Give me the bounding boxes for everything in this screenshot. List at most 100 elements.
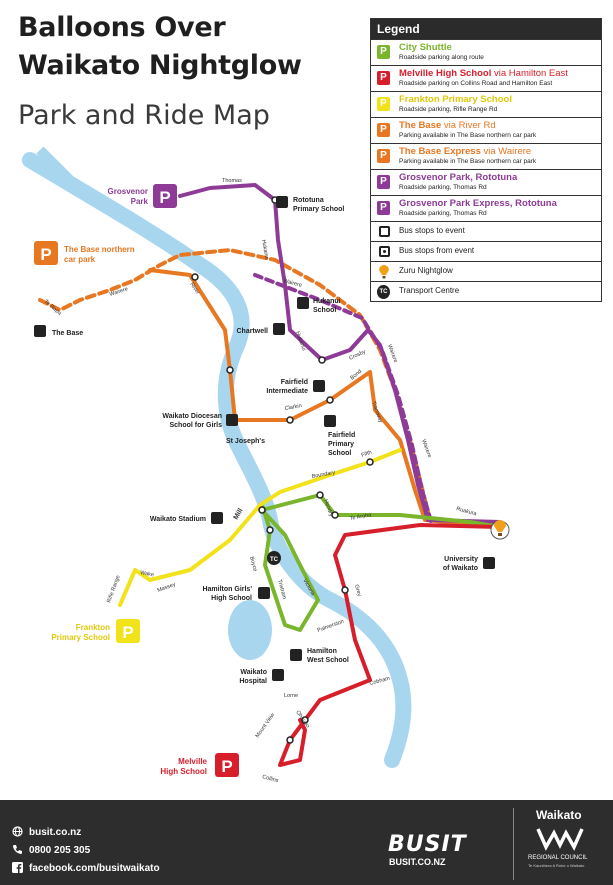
label-stadium: Waikato Stadium [150, 516, 206, 523]
route-grosvenor-park [178, 183, 502, 524]
route-frankton [118, 448, 402, 607]
street-label: Rifle Range [106, 575, 121, 604]
phone-link[interactable]: 0800 205 305 [12, 844, 90, 856]
legend-route-name: City Shuttle [399, 42, 452, 53]
route-the-base-express [38, 248, 502, 529]
waikato-river [22, 152, 412, 768]
place-icons [34, 196, 495, 681]
street-label: Mount View [255, 712, 276, 739]
globe-icon [12, 826, 23, 837]
svg-text:P: P [159, 188, 170, 207]
title-line-1: Balloons Over [18, 12, 226, 43]
title-line-3: Park and Ride Map [18, 100, 270, 131]
facebook-icon [12, 862, 23, 873]
legend-symbol-row: TC Transport Centre [371, 281, 601, 301]
legend-symbol-label: Transport Centre [399, 286, 460, 295]
legend-symbol-label: Zuru Nightglow [399, 266, 453, 275]
legend-route-desc: Roadside parking, Thomas Rd [399, 210, 487, 217]
bus-stops [191, 196, 374, 744]
street-label: Thomas [222, 178, 242, 184]
route-grosvenor-park-express [253, 273, 434, 527]
street-label: River [188, 282, 200, 296]
park-icon-melville: P [215, 753, 239, 777]
legend-route-name: Frankton Primary School [399, 94, 512, 105]
legend-route-desc: Roadside parking, Rifle Range Rd [399, 106, 498, 113]
street-label: Fifth [361, 450, 373, 459]
council-subtitle: REGIONAL COUNCIL [528, 855, 588, 861]
parking-icon: P [377, 71, 390, 85]
street-label: Palmerston [317, 619, 345, 634]
parking-icon: P [377, 97, 390, 111]
river-branch [36, 146, 94, 204]
street-label: Wairere [282, 278, 302, 289]
street-label: Wairere [420, 439, 432, 459]
bus-stop-to-event-icon [379, 226, 390, 237]
legend-symbol-label: Bus stops to event [399, 226, 465, 235]
facebook-link[interactable]: facebook.com/busitwaikato [12, 862, 160, 874]
label-hamilton-girls: Hamilton Girls'High School [202, 586, 252, 602]
label-st-josephs: St Joseph's [226, 438, 265, 445]
label-base: The Base [52, 330, 83, 337]
street-label: Wake [140, 570, 155, 578]
street-label: Te Aroha [349, 512, 372, 522]
title-line-2: Waikato Nightglow [18, 50, 302, 81]
svg-text:P: P [40, 245, 51, 264]
street-label: Clarkin [284, 403, 302, 412]
website-link[interactable]: busit.co.nz [12, 826, 81, 838]
street-label: Mill [233, 507, 245, 521]
street-label: Boundary [311, 470, 335, 480]
street-label: Collins [261, 774, 279, 784]
parking-icon: P [377, 123, 390, 137]
street-label: Massey [157, 582, 177, 594]
transport-centre-icon: TC [377, 285, 390, 299]
park-icon-base: P [34, 241, 58, 265]
parking-icon: P [377, 175, 390, 189]
street-label: Hendry [322, 499, 334, 518]
legend-heading: Legend [371, 19, 601, 39]
transport-centre-icon: TC [267, 551, 281, 565]
legend-route-desc: Parking available in The Base northern c… [399, 158, 537, 165]
bus-stop-from-event-icon [379, 246, 390, 257]
busit-logo: BUSIT [388, 832, 467, 857]
legend-route-desc: Roadside parking along route [399, 54, 484, 61]
street-label: Boyce [248, 556, 258, 572]
legend-symbol-row: Bus stops to event [371, 221, 601, 241]
svg-text:P: P [221, 757, 232, 776]
balloon-icon [377, 265, 390, 279]
parking-icon: P [377, 45, 390, 59]
lake-rotoroa [228, 600, 272, 660]
street-label: Wairere [109, 286, 129, 298]
council-maori-name: Te Kaunihera ā Rohe o Waikato [528, 863, 585, 868]
street-label: Tristram [276, 579, 287, 600]
street-label: Grey [353, 584, 362, 597]
legend-route-name: Grosvenor Park Express, Rototuna [399, 198, 557, 209]
legend-route-desc: Roadside parking, Thomas Rd [399, 184, 487, 191]
legend-route-name: The Base Express via Wairere [399, 146, 532, 157]
street-label: Cobham [369, 676, 391, 687]
legend-symbol-row: Zuru Nightglow [371, 261, 601, 281]
council-name: Waikato [536, 808, 582, 822]
svg-text:TC: TC [270, 557, 279, 563]
waikato-regional-council-logo: Waikato REGIONAL COUNCIL Te Kaunihera ā … [513, 808, 606, 880]
street-label: Ruakura [455, 506, 478, 517]
legend-route-name: Grosvenor Park, Rototuna [399, 172, 518, 183]
footer [0, 800, 613, 885]
legend-route-name: The Base via River Rd [399, 120, 496, 131]
street-label: Lorne [284, 693, 298, 699]
balloon-icon [490, 520, 510, 540]
